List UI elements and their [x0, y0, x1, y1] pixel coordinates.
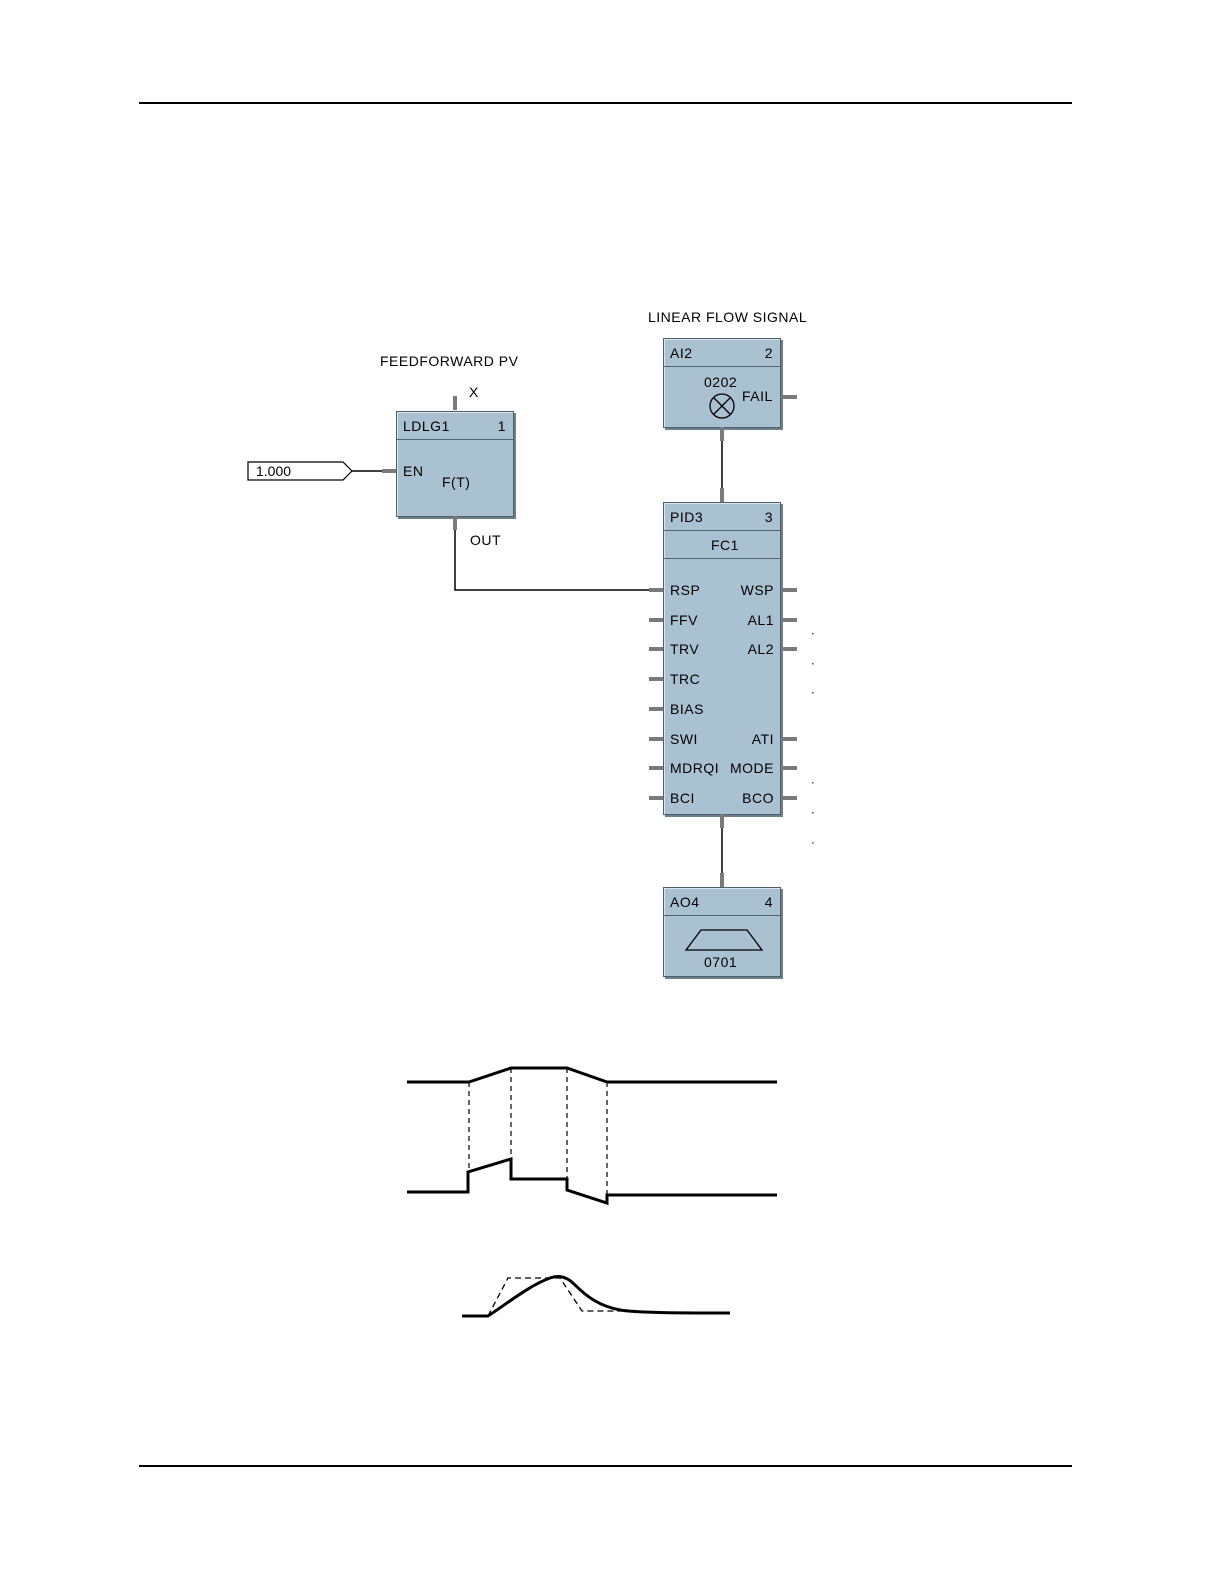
pid-al2-pin[interactable] [783, 647, 797, 651]
ao-header: AO4 4 [664, 888, 780, 916]
pid-input-rsp: RSP [670, 582, 700, 598]
pid-bco-pin[interactable] [783, 796, 797, 800]
waveform-pulse-response [462, 1276, 730, 1316]
ai-out-pin[interactable] [720, 427, 724, 441]
ldlg-en-label: EN [403, 463, 423, 479]
pid-output-al2: AL2 [748, 641, 774, 657]
ldlg-function-label: F(T) [442, 474, 470, 490]
pid-al1-pin[interactable] [783, 618, 797, 622]
pid-input-bias: BIAS [670, 701, 704, 717]
pid-input-swi: SWI [670, 731, 698, 747]
linear-flow-signal-label: LINEAR FLOW SIGNAL [648, 309, 807, 325]
ao-block[interactable]: AO4 4 0701 [663, 887, 781, 977]
ai-lamp-icon [707, 391, 737, 421]
ldlg-en-pin[interactable] [382, 469, 396, 473]
ai-fail-pin[interactable] [783, 395, 797, 399]
feedforward-pv-label: FEEDFORWARD PV [380, 353, 518, 369]
pid-trv-pin[interactable] [649, 647, 663, 651]
pid-name: PID3 [670, 509, 703, 525]
pid-swi-pin[interactable] [649, 737, 663, 741]
waveform-output [407, 1159, 777, 1203]
pid-input-bci: BCI [670, 790, 695, 806]
pid-mode-pin[interactable] [783, 766, 797, 770]
pid-output-bco: BCO [742, 790, 774, 806]
ai-fail-label: FAIL [742, 388, 773, 404]
ao-name: AO4 [670, 894, 700, 910]
ldlg-x-pin[interactable] [453, 396, 457, 410]
constant-input[interactable]: 1.000 [248, 462, 350, 480]
pid-number: 3 [765, 509, 773, 525]
margin-dots [812, 633, 814, 844]
ldlg-block[interactable]: LDLG1 1 EN F(T) [396, 411, 514, 517]
ai-header: AI2 2 [664, 339, 780, 367]
ao-number: 4 [765, 894, 773, 910]
pid-input-trc: TRC [670, 671, 700, 687]
pid-bias-pin[interactable] [649, 707, 663, 711]
pid-output-mode: MODE [730, 760, 774, 776]
pid-output-ati: ATI [752, 731, 774, 747]
pid-ffv-pin[interactable] [649, 618, 663, 622]
pid-output-al1: AL1 [748, 612, 774, 628]
pid-bci-pin[interactable] [649, 796, 663, 800]
pid-header: PID3 3 [664, 503, 780, 531]
ldlg-out-pin[interactable] [453, 516, 457, 530]
pid-tag: FC1 [711, 537, 739, 553]
waveform-guides [469, 1068, 607, 1203]
waveform-pulse-dashed [488, 1278, 620, 1316]
pid-input-ffv: FFV [670, 612, 698, 628]
pid-wsp-pin[interactable] [783, 588, 797, 592]
pid-mdrqi-pin[interactable] [649, 766, 663, 770]
pid-ati-pin[interactable] [783, 737, 797, 741]
ai-block[interactable]: AI2 2 0202 FAIL [663, 338, 781, 428]
pid-trc-pin[interactable] [649, 677, 663, 681]
ao-valve-icon [684, 926, 764, 952]
x-output-label: X [469, 384, 479, 400]
pid-output-wsp: WSP [741, 582, 774, 598]
ldlg-header: LDLG1 1 [397, 412, 513, 440]
ao-code: 0701 [704, 954, 737, 970]
waveform-input [407, 1068, 777, 1082]
pid-block[interactable]: PID3 3 FC1 RSP FFV TRV TRC BIAS SWI MDRQ… [663, 502, 781, 815]
pid-out-pin[interactable] [720, 814, 724, 828]
pid-tag-row: FC1 [664, 531, 780, 559]
constant-value: 1.000 [256, 463, 291, 479]
pid-pv-pin[interactable] [720, 488, 724, 502]
ldlg-number: 1 [498, 418, 506, 434]
ao-in-pin[interactable] [720, 873, 724, 887]
out-label: OUT [470, 532, 501, 548]
pid-input-trv: TRV [670, 641, 699, 657]
ldlg-name: LDLG1 [403, 418, 450, 434]
ai-code: 0202 [704, 374, 737, 390]
pid-rsp-pin[interactable] [649, 588, 663, 592]
pid-input-mdrqi: MDRQI [670, 760, 719, 776]
ai-number: 2 [765, 345, 773, 361]
ai-name: AI2 [670, 345, 693, 361]
